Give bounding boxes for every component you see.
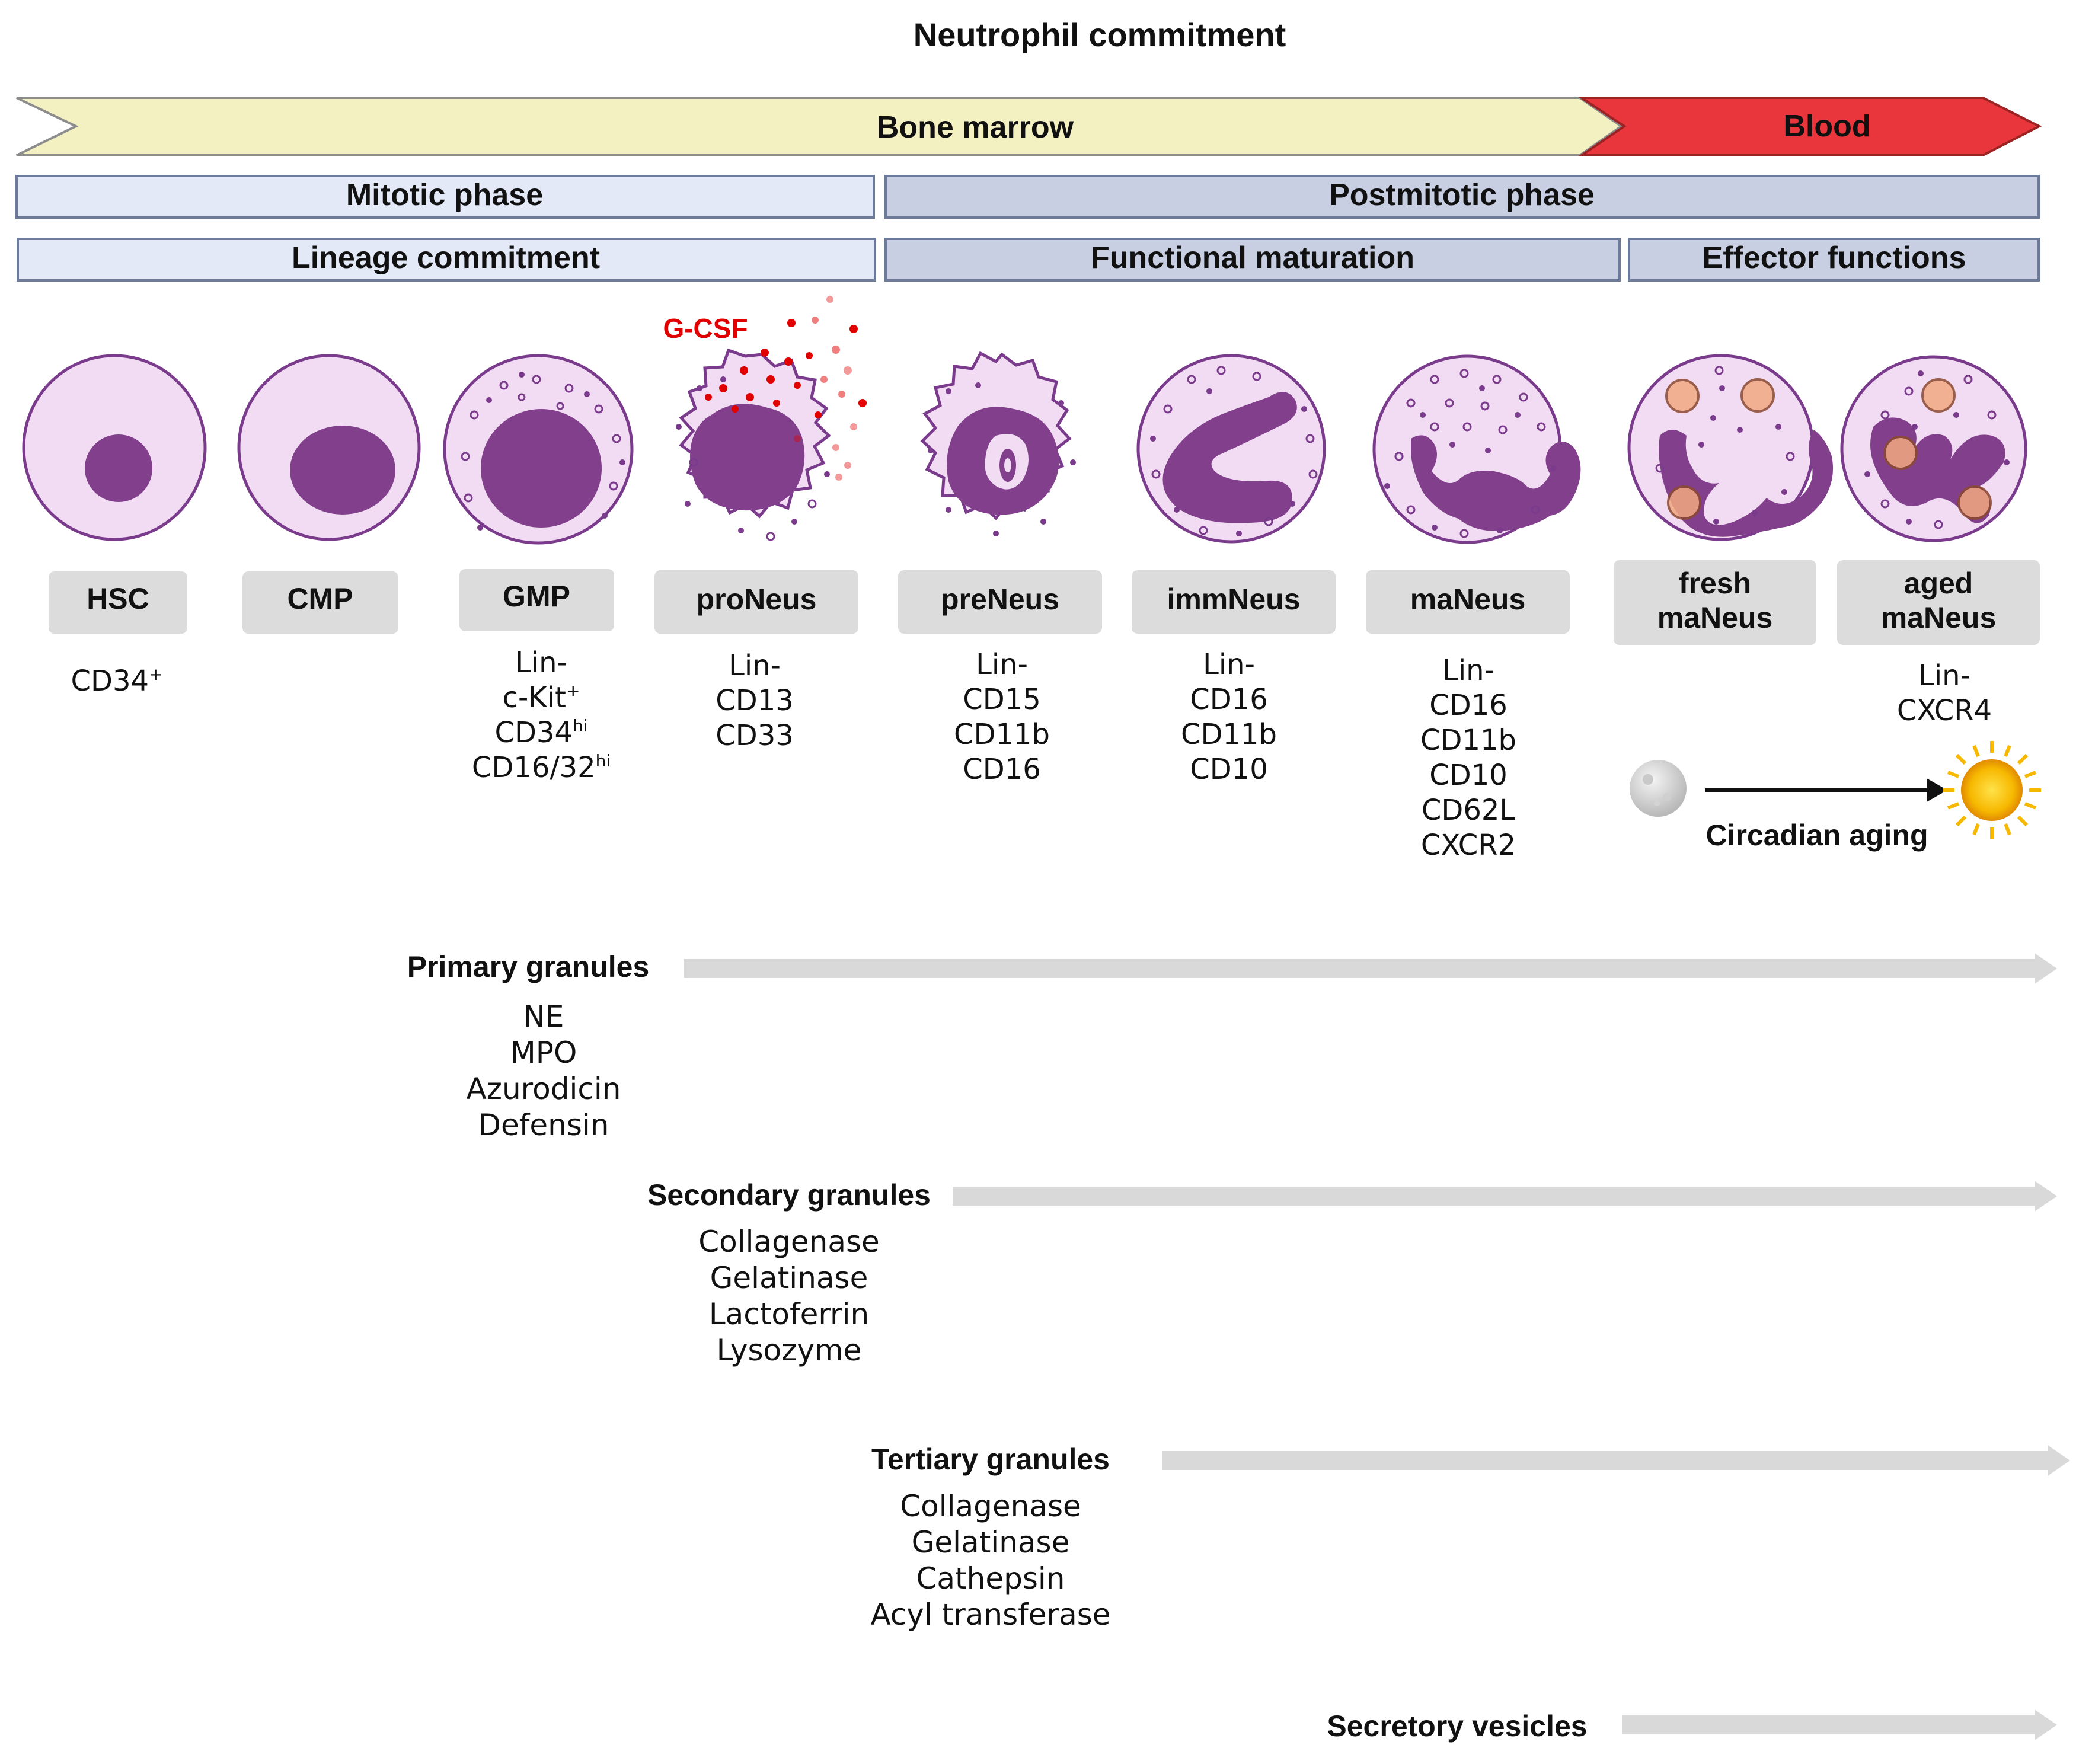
circadian-aging-label: Circadian aging <box>1705 819 1928 852</box>
primary-granules-title: Primary granules <box>407 950 650 983</box>
marker: Lin- <box>1203 648 1255 681</box>
moon-icon <box>1630 760 1687 817</box>
cmp-cell <box>237 354 421 541</box>
hsc-cell <box>22 354 207 541</box>
cell-name-line2: maNeus <box>1657 601 1773 634</box>
marker: CD10 <box>1190 753 1268 786</box>
granule-item: Lactoferrin <box>709 1297 869 1331</box>
marker: CD16/32hi <box>472 751 611 784</box>
postmitotic-phase-bar <box>884 175 2040 219</box>
functional-maturation-bar <box>884 238 1621 282</box>
secondary-granules-title: Secondary granules <box>647 1178 931 1212</box>
tertiary-granules-title: Tertiary granules <box>871 1443 1110 1476</box>
cell-label-proneus: proNeus <box>654 570 858 634</box>
effector-functions-bar <box>1628 238 2040 282</box>
marker: CD11b <box>1181 718 1277 751</box>
aged-maneus-cell <box>1840 355 2027 542</box>
granule-item: Defensin <box>478 1108 609 1142</box>
secretory-vesicles-arrow <box>1622 1709 2057 1740</box>
marker: CD11b <box>954 718 1050 751</box>
marker: CD13 <box>716 684 794 717</box>
circadian-arrow <box>1705 778 1947 802</box>
granule-item: Lysozyme <box>717 1333 862 1367</box>
granule-item: Gelatinase <box>912 1525 1070 1560</box>
gmp-cell <box>443 354 634 545</box>
proneus-cell <box>676 348 831 541</box>
cell-name: proNeus <box>697 583 817 616</box>
cell-label-aged-maneus: aged maNeus <box>1837 560 2040 645</box>
cell-name-line2: maNeus <box>1881 601 1997 634</box>
gcsf-label: G-CSF <box>663 313 748 344</box>
granule-item: Azurodicin <box>467 1072 621 1106</box>
lineage-commitment-label: Lineage commitment <box>292 241 600 275</box>
blood-label: Blood <box>1783 109 1870 143</box>
lineage-commitment-bar <box>17 238 876 282</box>
cell-name: HSC <box>87 582 149 615</box>
cell-name: GMP <box>503 580 570 613</box>
fresh-maneus-cell <box>1627 354 1834 541</box>
granule-item: NE <box>523 999 564 1034</box>
marker: Lin- <box>515 646 567 679</box>
secretory-vesicles-title: Secretory vesicles <box>1327 1709 1587 1743</box>
cell-label-fresh-maneus: fresh maNeus <box>1614 560 1816 645</box>
cell-label-maneus: maNeus <box>1366 570 1570 634</box>
secondary-granules-arrow <box>953 1181 2057 1212</box>
postmitotic-phase-label: Postmitotic phase <box>1329 178 1595 212</box>
immneus-cell <box>1136 354 1326 544</box>
diagram-title: Neutrophil commitment <box>914 16 1286 53</box>
marker: Lin- <box>976 648 1028 681</box>
marker: CD33 <box>716 719 794 752</box>
marker: CD10 <box>1429 759 1508 792</box>
cell-label-gmp: GMP <box>459 569 614 631</box>
cell-name-line1: aged <box>1904 567 1973 600</box>
marker: Lin- <box>1442 654 1494 687</box>
marker: CXCR2 <box>1421 829 1516 862</box>
functional-maturation-label: Functional maturation <box>1091 241 1414 275</box>
marker: CD16 <box>1429 689 1508 722</box>
marker: CD34hi <box>494 716 587 749</box>
marker: c-Kit+ <box>503 681 580 714</box>
marker: CXCR4 <box>1897 694 1992 727</box>
sun-icon <box>1943 741 2041 839</box>
bone-marrow-arrow <box>16 97 1624 156</box>
cell-name-line1: fresh <box>1679 567 1751 600</box>
preneus-cell <box>920 351 1076 536</box>
marker: CD16 <box>1190 683 1268 716</box>
gcsf-particles <box>705 296 867 481</box>
cell-name: maNeus <box>1410 583 1526 616</box>
marker: CD34+ <box>71 664 162 698</box>
granule-item: Cathepsin <box>916 1561 1065 1596</box>
effector-functions-label: Effector functions <box>1703 241 1966 275</box>
blood-arrow <box>1577 97 2042 156</box>
mitotic-phase-bar <box>15 175 875 219</box>
tertiary-granules-arrow <box>1162 1445 2070 1476</box>
cell-label-immneus: immNeus <box>1132 570 1336 634</box>
marker: Lin- <box>729 649 781 682</box>
granule-item: Collagenase <box>900 1489 1081 1523</box>
granule-item: Collagenase <box>698 1225 880 1259</box>
marker: CD15 <box>963 683 1041 716</box>
granule-item: Gelatinase <box>710 1261 868 1295</box>
mitotic-phase-label: Mitotic phase <box>346 178 543 212</box>
marker: CD11b <box>1420 724 1516 757</box>
primary-granules-arrow <box>684 953 2057 984</box>
maneus-cell <box>1372 354 1581 544</box>
cell-label-hsc: HSC <box>49 571 187 634</box>
cell-label-preneus: preNeus <box>898 570 1102 634</box>
granule-item: Acyl transferase <box>870 1597 1110 1632</box>
cell-name: immNeus <box>1167 583 1300 616</box>
marker: CD16 <box>963 753 1041 786</box>
cell-label-cmp: CMP <box>242 571 398 634</box>
marker: CD62L <box>1422 794 1516 827</box>
granule-item: MPO <box>510 1036 577 1070</box>
marker: Lin- <box>1918 659 1970 692</box>
cell-name: CMP <box>287 582 353 615</box>
cell-name: preNeus <box>941 583 1059 616</box>
bone-marrow-label: Bone marrow <box>877 110 1074 145</box>
